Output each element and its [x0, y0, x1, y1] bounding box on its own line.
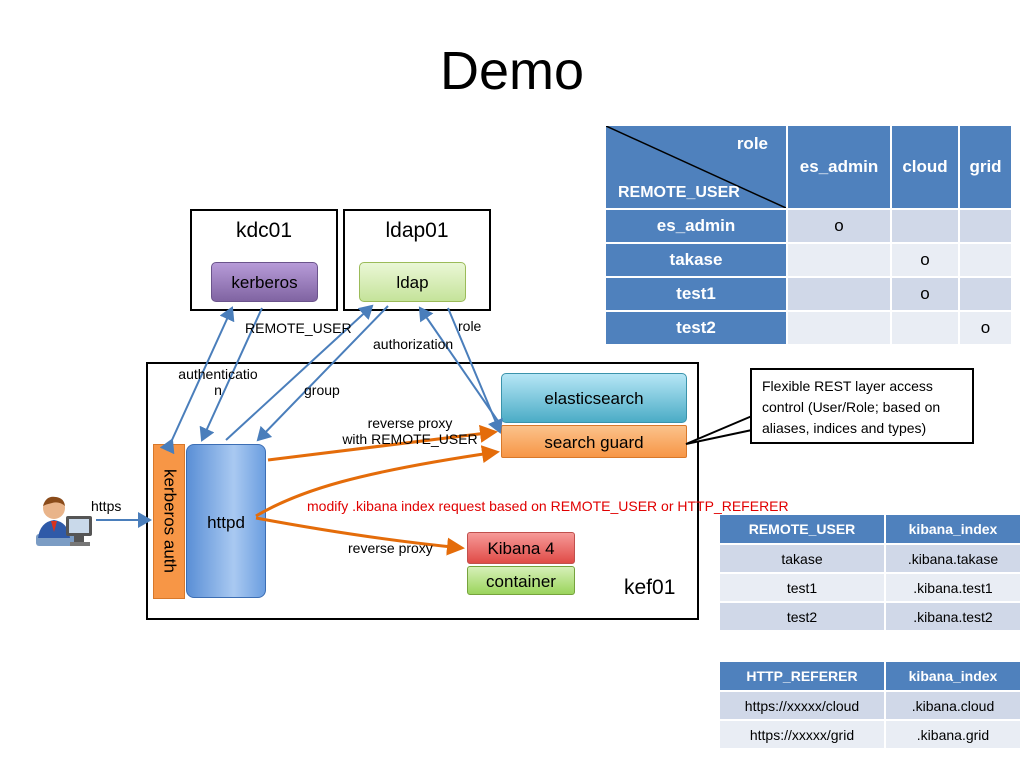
role-cell: [960, 210, 1011, 242]
edge-label-authentication-2: n: [214, 382, 222, 398]
arrow-modify: [255, 445, 500, 518]
table-cell: takase: [720, 545, 884, 572]
callout-line: control (User/Role; based on: [762, 399, 941, 415]
arrow-auth-kerberos: [159, 306, 235, 455]
table-header: REMOTE_USER: [720, 515, 884, 543]
edge-label-authentication-1: authenticatio: [178, 366, 258, 382]
arrow-reverse-proxy: [255, 516, 465, 556]
edge-label-reverse-proxy-remote: reverse proxy with REMOTE_USER: [336, 415, 484, 447]
arrow-role-1: [418, 306, 501, 425]
role-cell: [892, 312, 958, 344]
role-col-header: es_admin: [788, 126, 890, 208]
httpd-node: httpd: [186, 444, 266, 598]
role-col-header: grid: [960, 126, 1011, 208]
edge-label-group: group: [304, 382, 340, 398]
table-cell: test2: [720, 603, 884, 630]
role-col-header: cloud: [892, 126, 958, 208]
edge-label-remote-user: REMOTE_USER: [245, 320, 352, 336]
table-header: kibana_index: [886, 515, 1020, 543]
edge-label-modify: modify .kibana index request based on RE…: [307, 498, 789, 514]
remote-user-kibana-table: REMOTE_USER kibana_index takase .kibana.…: [718, 513, 1022, 632]
kerberos-node: kerberos: [211, 262, 318, 302]
role-cell: [788, 244, 890, 276]
callout-line: Flexible REST layer access: [762, 378, 933, 394]
role-cell: o: [960, 312, 1011, 344]
kerberos-auth-node: kerberos auth: [153, 444, 185, 599]
edge-label-https: https: [91, 498, 122, 514]
role-table-corner: role REMOTE_USER: [606, 126, 786, 208]
table-cell: https://xxxxx/grid: [720, 721, 884, 748]
callout-pointer: [685, 415, 753, 445]
kibana4-node: Kibana 4: [467, 532, 575, 564]
role-cell: o: [892, 278, 958, 310]
role-row-header: test2: [606, 312, 786, 344]
table-cell: .kibana.test2: [886, 603, 1020, 630]
role-row-header: takase: [606, 244, 786, 276]
kef01-label: kef01: [624, 576, 676, 599]
edge-label-authentication: authenticatio n: [170, 366, 266, 398]
edge-label-role: role: [458, 318, 482, 334]
table-header: kibana_index: [886, 662, 1020, 690]
table-header: HTTP_REFERER: [720, 662, 884, 690]
role-cell: [788, 312, 890, 344]
role-row-header: es_admin: [606, 210, 786, 242]
role-table-corner-remote-user: REMOTE_USER: [618, 184, 740, 201]
edge-label-reverse-proxy-remote-1: reverse proxy: [367, 415, 453, 431]
page-title: Demo: [439, 41, 585, 101]
kdc01-label: kdc01: [235, 219, 293, 242]
edge-label-reverse-proxy-remote-2: with REMOTE_USER: [342, 431, 478, 447]
table-cell: .kibana.takase: [886, 545, 1020, 572]
role-table: role REMOTE_USER es_admin cloud grid es_…: [604, 124, 1013, 346]
arrow-group-2: [256, 305, 389, 442]
role-cell: [960, 244, 1011, 276]
table-cell: .kibana.cloud: [886, 692, 1020, 719]
ldap01-label: ldap01: [385, 219, 449, 242]
container-node: container: [467, 566, 575, 595]
search-guard-callout: Flexible REST layer access control (User…: [750, 368, 974, 444]
referer-kibana-table: HTTP_REFERER kibana_index https://xxxxx/…: [718, 660, 1022, 750]
callout-line: aliases, indices and types): [762, 420, 927, 436]
role-cell: [788, 278, 890, 310]
ldap-node: ldap: [359, 262, 466, 302]
role-table-corner-role: role: [736, 134, 768, 153]
search-guard-node: search guard: [501, 425, 687, 458]
table-cell: .kibana.test1: [886, 574, 1020, 601]
role-cell: [892, 210, 958, 242]
arrow-reverse-proxy-remote: [267, 424, 498, 462]
table-cell: .kibana.grid: [886, 721, 1020, 748]
arrow-group-1: [225, 304, 374, 441]
corner-diagonal: [606, 126, 786, 208]
edge-label-reverse-proxy: reverse proxy: [348, 540, 433, 556]
user-computer-icon: [36, 496, 92, 546]
table-cell: test1: [720, 574, 884, 601]
role-cell: [960, 278, 1011, 310]
role-cell: o: [788, 210, 890, 242]
arrow-remote-user: [199, 307, 263, 442]
table-cell: https://xxxxx/cloud: [720, 692, 884, 719]
role-row-header: test1: [606, 278, 786, 310]
elasticsearch-node: elasticsearch: [501, 373, 687, 423]
role-cell: o: [892, 244, 958, 276]
arrow-role-2: [447, 307, 503, 434]
edge-label-authorization: authorization: [373, 336, 454, 352]
httpd-label: httpd: [207, 513, 245, 532]
